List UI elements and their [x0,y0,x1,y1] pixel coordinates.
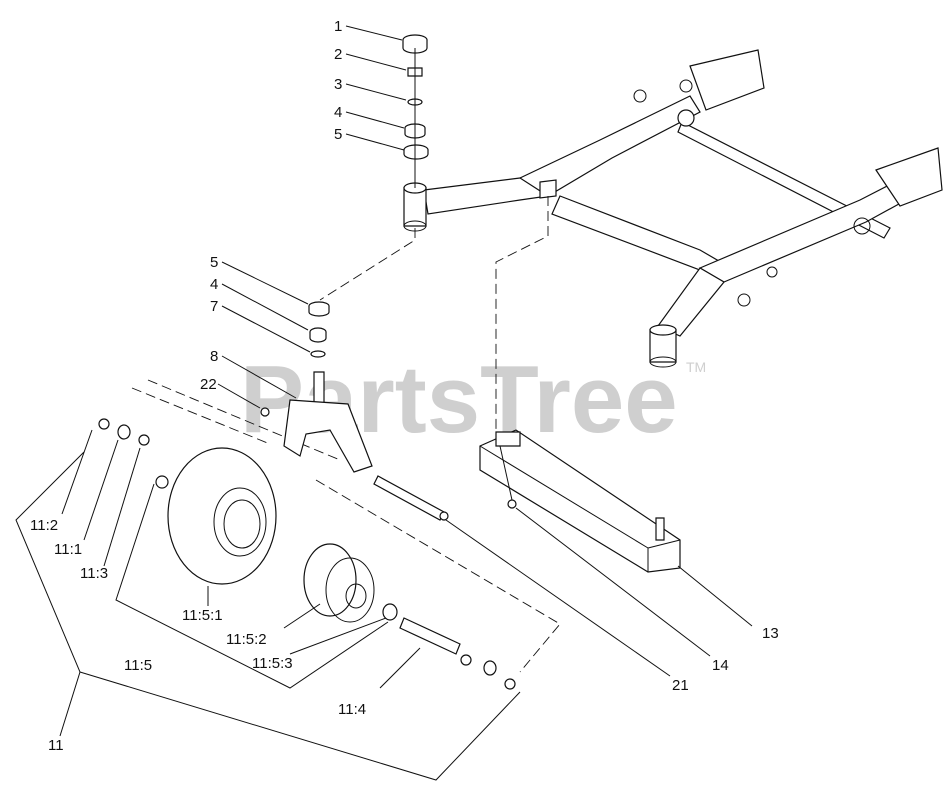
watermark-trademark: TM [686,359,706,375]
callout-4-upper: 4 [334,104,342,121]
callout-22: 22 [200,376,217,393]
callout-2: 2 [334,46,342,63]
callout-8: 8 [210,348,218,365]
callout-13: 13 [762,625,779,642]
callout-7: 7 [210,298,218,315]
leader-lines [15,25,753,781]
callout-5-lower: 5 [210,254,218,271]
callout-11-5: 11:5 [124,657,152,674]
caster-fork [260,371,373,473]
callout-1: 1 [334,18,342,35]
callout-5-upper: 5 [334,126,342,143]
wheel-assembly [98,418,516,690]
watermark: PartsTree [240,346,678,453]
callout-11-5-1: 11:5:1 [182,607,223,624]
callout-4-lower: 4 [210,276,218,293]
callout-11-1: 11:1 [54,541,82,558]
callout-11-2: 11:2 [30,517,58,534]
callout-11-3: 11:3 [80,565,108,582]
axle-bolt [373,475,449,521]
callout-11-5-2: 11:5:2 [226,631,267,648]
callout-3: 3 [334,76,342,93]
callout-labels: 1 2 3 4 5 5 4 7 8 22 11:2 11:1 11:3 11:5… [30,18,779,754]
callout-11: 11 [48,737,64,754]
callout-21: 21 [672,677,689,694]
mower-frame [403,49,943,368]
lower-bearing-stack [308,301,330,358]
callout-11-4: 11:4 [338,701,366,718]
callout-11-5-3: 11:5:3 [252,655,293,672]
callout-14: 14 [712,657,729,674]
upper-bearing-stack [402,34,429,188]
